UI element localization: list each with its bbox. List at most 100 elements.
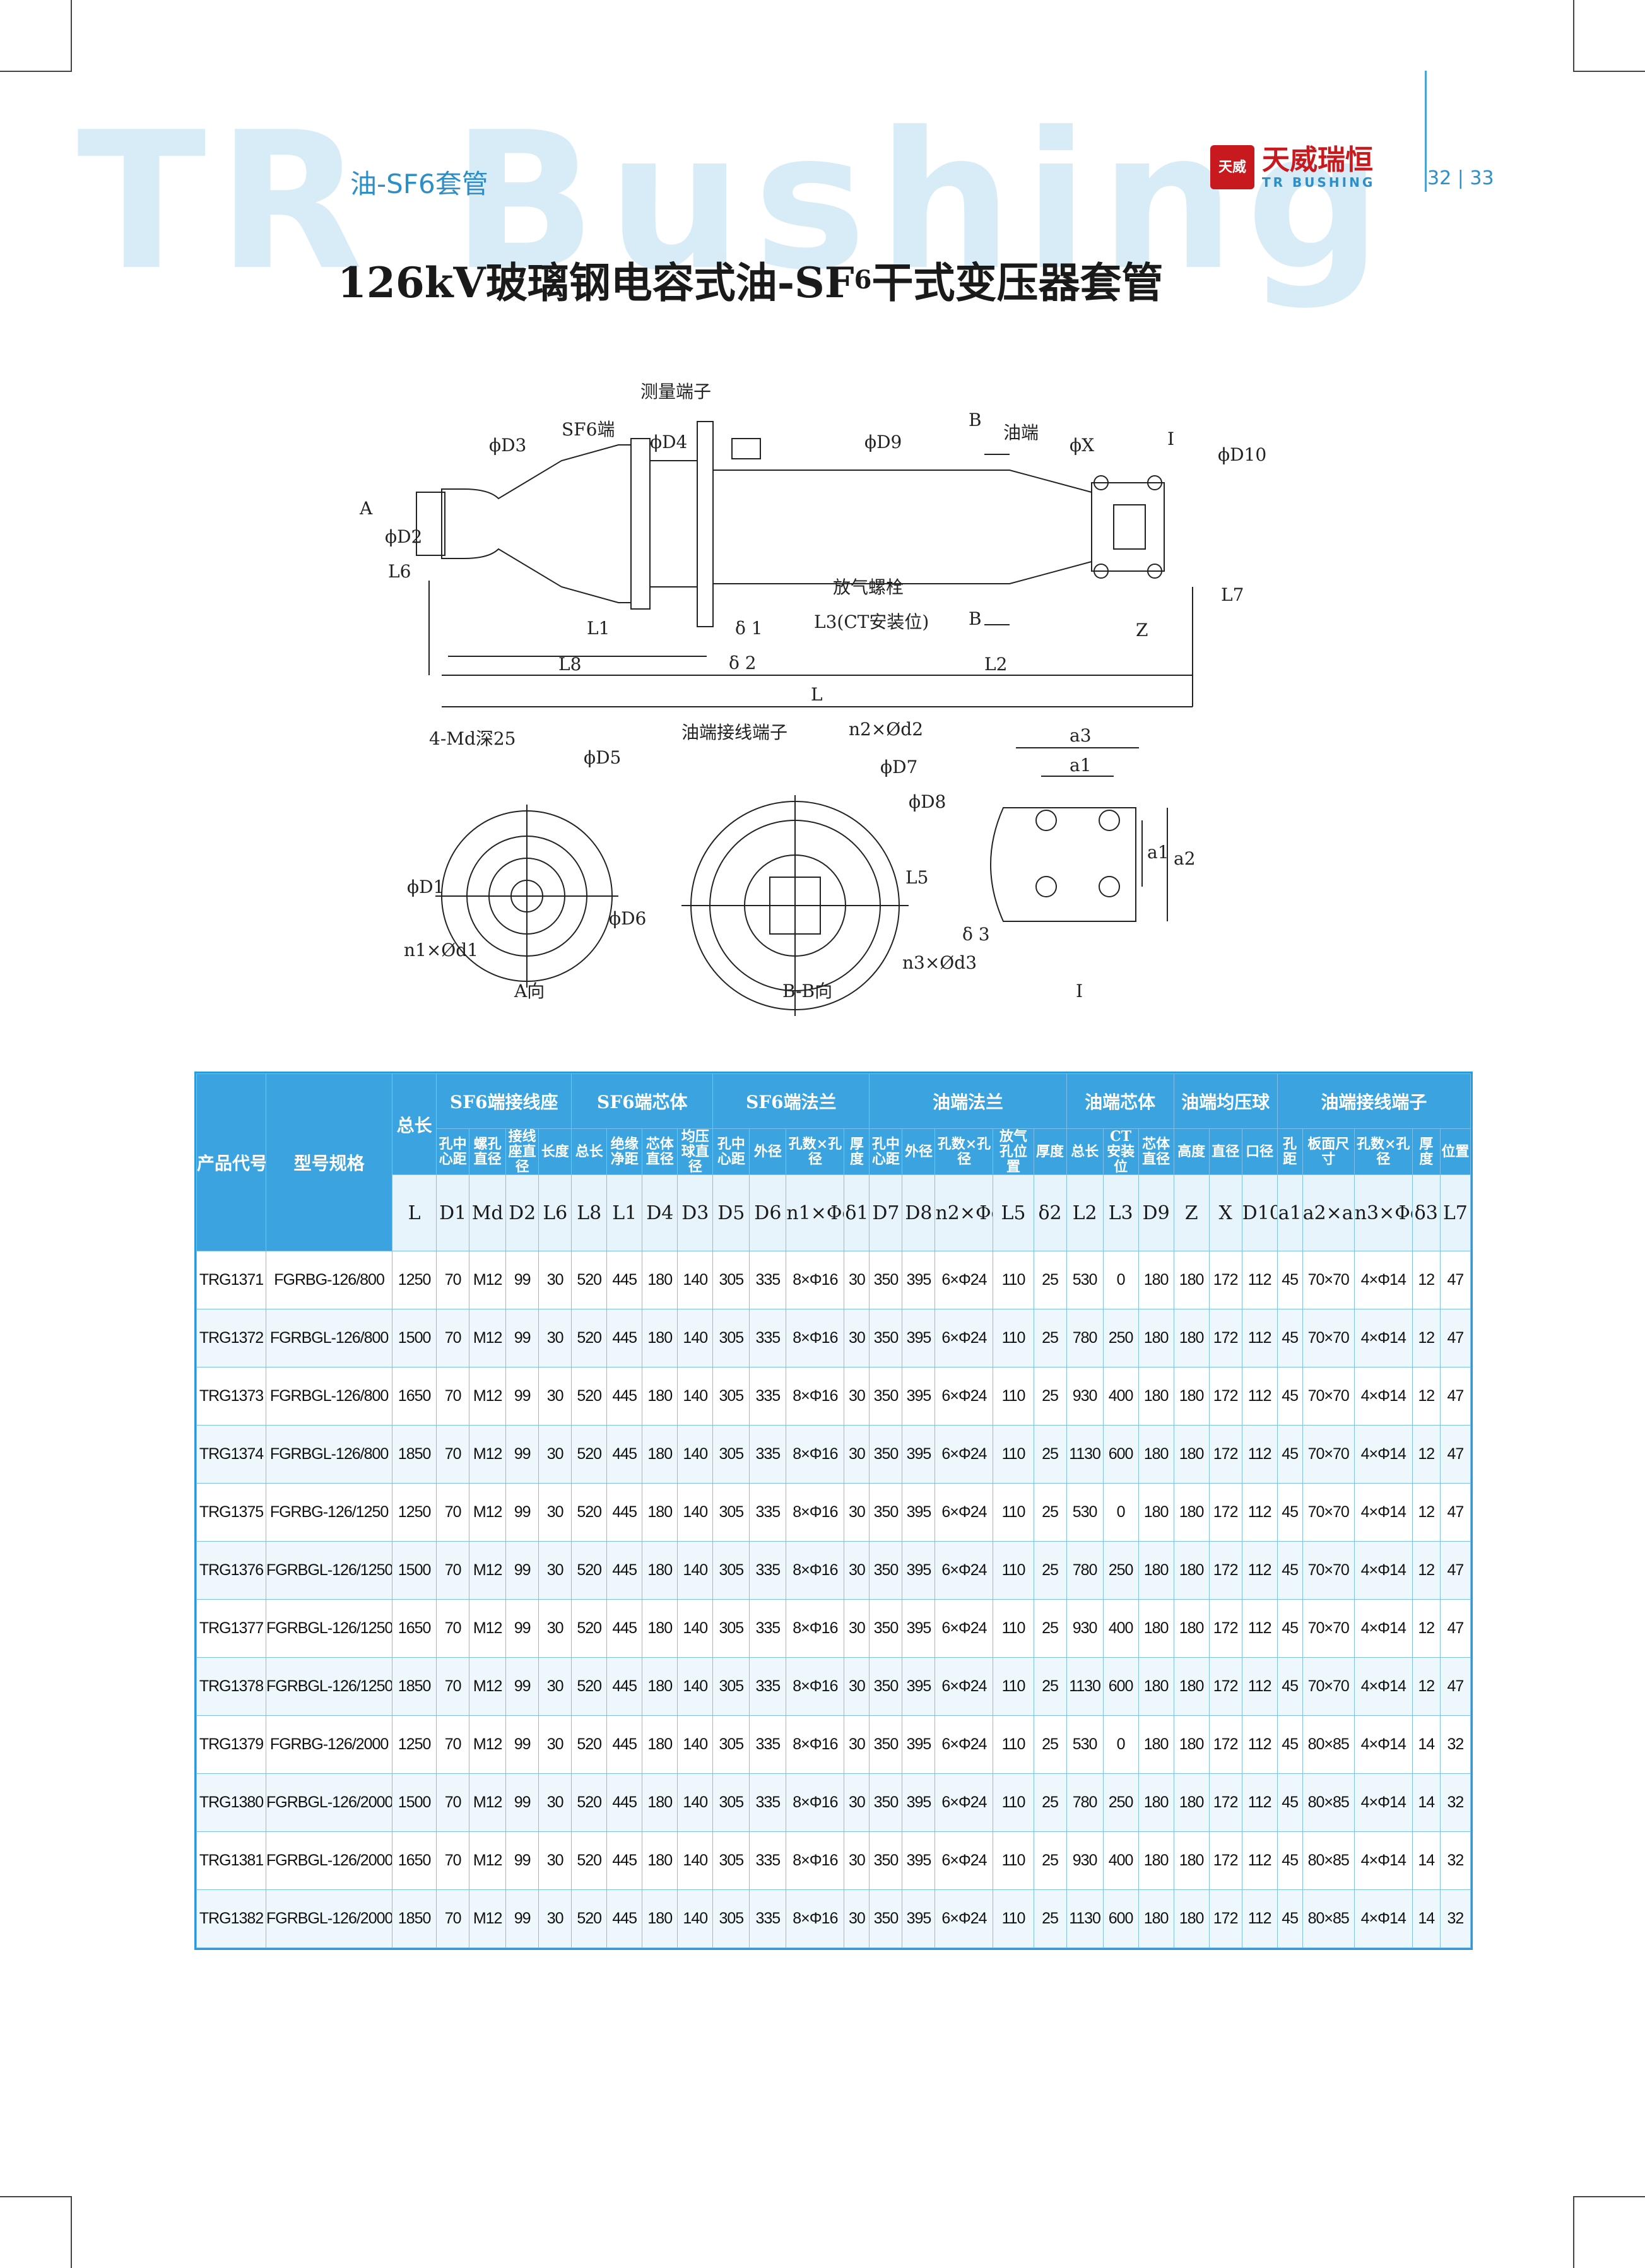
- value-cell: 305: [712, 1715, 750, 1774]
- value-cell: 6×Φ24: [935, 1889, 994, 1948]
- model-cell: FGRBG-126/2000: [266, 1715, 393, 1774]
- page-title-subscript: 6: [854, 265, 872, 295]
- value-cell: 780: [1066, 1541, 1104, 1600]
- value-cell: 445: [606, 1889, 643, 1948]
- value-cell: 80×85: [1302, 1831, 1355, 1890]
- value-cell: 70: [436, 1367, 470, 1426]
- value-cell: 6×Φ24: [935, 1541, 994, 1600]
- value-cell: 395: [902, 1483, 936, 1542]
- value-cell: 400: [1102, 1599, 1139, 1658]
- value-cell: 6×Φ24: [935, 1831, 994, 1890]
- value-cell: 99: [505, 1715, 539, 1774]
- value-cell: 140: [677, 1425, 714, 1484]
- product-code-cell: TRG1376: [196, 1541, 267, 1600]
- value-cell: 6×Φ24: [935, 1599, 994, 1658]
- subheader-cell: 孔中心距: [712, 1128, 750, 1175]
- symbol-cell: δ3: [1412, 1174, 1441, 1251]
- symbol-cell: D5: [712, 1174, 750, 1251]
- value-cell: 250: [1102, 1309, 1139, 1367]
- value-cell: 45: [1276, 1541, 1303, 1600]
- value-cell: 25: [1033, 1251, 1067, 1309]
- value-cell: 30: [538, 1309, 572, 1367]
- value-cell: 350: [869, 1309, 903, 1367]
- value-cell: 12: [1412, 1541, 1441, 1600]
- value-cell: 99: [505, 1309, 539, 1367]
- value-cell: 520: [571, 1309, 608, 1367]
- value-cell: 395: [902, 1599, 936, 1658]
- value-cell: 520: [571, 1483, 608, 1542]
- value-cell: 30: [538, 1599, 572, 1658]
- group-sf6-flange: SF6端法兰: [712, 1073, 870, 1129]
- value-cell: 30: [844, 1773, 870, 1832]
- label-d8: ϕD8: [909, 791, 946, 812]
- value-cell: 6×Φ24: [935, 1773, 994, 1832]
- value-cell: 1130: [1066, 1425, 1104, 1484]
- value-cell: 12: [1412, 1367, 1441, 1426]
- subheader-cell: 总长: [571, 1128, 608, 1175]
- value-cell: 520: [571, 1251, 608, 1309]
- value-cell: 305: [712, 1425, 750, 1484]
- value-cell: 1500: [392, 1541, 437, 1600]
- value-cell: 140: [677, 1657, 714, 1716]
- value-cell: 14: [1412, 1889, 1441, 1948]
- terminal-plate: [1113, 504, 1146, 550]
- label-d3: ϕD3: [489, 435, 526, 456]
- value-cell: 8×Φ16: [786, 1483, 845, 1542]
- brand-seal-icon: 天威: [1210, 145, 1254, 189]
- group-oil-flange: 油端法兰: [869, 1073, 1067, 1129]
- value-cell: 32: [1439, 1773, 1471, 1832]
- value-cell: 180: [642, 1773, 678, 1832]
- oil-end-body: [712, 470, 1092, 584]
- subheader-cell: 芯体直径: [1138, 1128, 1174, 1175]
- value-cell: 305: [712, 1831, 750, 1890]
- value-cell: 520: [571, 1715, 608, 1774]
- value-cell: M12: [469, 1309, 507, 1367]
- value-cell: 350: [869, 1251, 903, 1309]
- value-cell: 445: [606, 1773, 643, 1832]
- value-cell: 930: [1066, 1831, 1104, 1890]
- oil-terminal-block: [1091, 482, 1165, 572]
- value-cell: 250: [1102, 1773, 1139, 1832]
- product-code-cell: TRG1375: [196, 1483, 267, 1542]
- value-cell: 180: [642, 1309, 678, 1367]
- crop-mark-bottom-left: [0, 2196, 72, 2268]
- label-b-top: B: [969, 410, 982, 430]
- measure-terminal-box: [731, 438, 761, 459]
- value-cell: 6×Φ24: [935, 1367, 994, 1426]
- value-cell: 350: [869, 1541, 903, 1600]
- value-cell: 445: [606, 1251, 643, 1309]
- model-cell: FGRBGL-126/800: [266, 1425, 393, 1484]
- subheader-cell: 孔数×孔径: [1353, 1128, 1413, 1175]
- value-cell: 8×Φ16: [786, 1773, 845, 1832]
- value-cell: 1650: [392, 1367, 437, 1426]
- label-l1: L1: [587, 618, 610, 639]
- model-cell: FGRBGL-126/800: [266, 1309, 393, 1367]
- symbol-cell: Z: [1173, 1174, 1210, 1251]
- page-title: 126kV玻璃钢电容式油-SF6干式变压器套管: [338, 249, 1163, 310]
- label-d10: ϕD10: [1218, 444, 1266, 465]
- symbol-cell: L5: [993, 1174, 1034, 1251]
- value-cell: 30: [538, 1657, 572, 1716]
- subheader-cell: 位置: [1439, 1128, 1471, 1175]
- model-cell: FGRBGL-126/800: [266, 1367, 393, 1426]
- value-cell: 305: [712, 1483, 750, 1542]
- header-total-length: 总长: [392, 1073, 437, 1175]
- header-divider: [1425, 71, 1427, 192]
- value-cell: 6×Φ24: [935, 1715, 994, 1774]
- value-cell: 445: [606, 1599, 643, 1658]
- value-cell: M12: [469, 1251, 507, 1309]
- value-cell: 445: [606, 1657, 643, 1716]
- value-cell: 335: [749, 1599, 787, 1658]
- label-view-bb: B-B向: [782, 981, 832, 1001]
- value-cell: 180: [642, 1715, 678, 1774]
- subheader-cell: 螺孔直径: [469, 1128, 507, 1175]
- value-cell: 110: [993, 1425, 1034, 1484]
- group-sf6-core: SF6端芯体: [571, 1073, 714, 1129]
- value-cell: 99: [505, 1889, 539, 1948]
- value-cell: 112: [1241, 1251, 1278, 1309]
